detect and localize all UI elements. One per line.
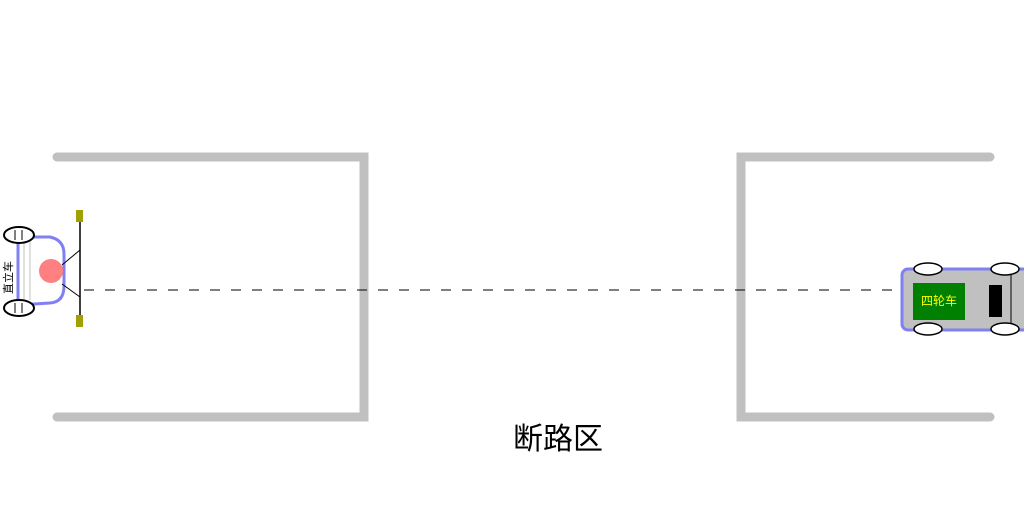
upright-car-label: 直立车 [1, 261, 15, 294]
right-road-segment [736, 152, 995, 422]
four-wheel-car-wheel-front-top [913, 262, 943, 276]
upright-car-wheel-top [3, 226, 35, 244]
four-wheel-car-wheel-rear-bottom [990, 322, 1020, 336]
four-wheel-car-panel [913, 283, 965, 320]
upright-car-ball [39, 259, 63, 283]
upright-car-wheel-bottom [3, 299, 35, 317]
zone-label: 断路区 [513, 422, 603, 457]
sensor-tip-top [76, 210, 83, 222]
four-wheel-car-label: 四轮车 [921, 293, 957, 308]
four-wheel-car-wheel-rear-top [990, 262, 1020, 276]
sensor-tip-bottom [76, 315, 83, 327]
four-wheel-car-wheel-front-bottom [913, 322, 943, 336]
four-wheel-car[interactable]: 四轮车 [900, 262, 1024, 336]
left-road-segment [52, 152, 369, 422]
upright-car[interactable]: 直立车 [1, 210, 83, 327]
four-wheel-car-window [989, 285, 1002, 317]
